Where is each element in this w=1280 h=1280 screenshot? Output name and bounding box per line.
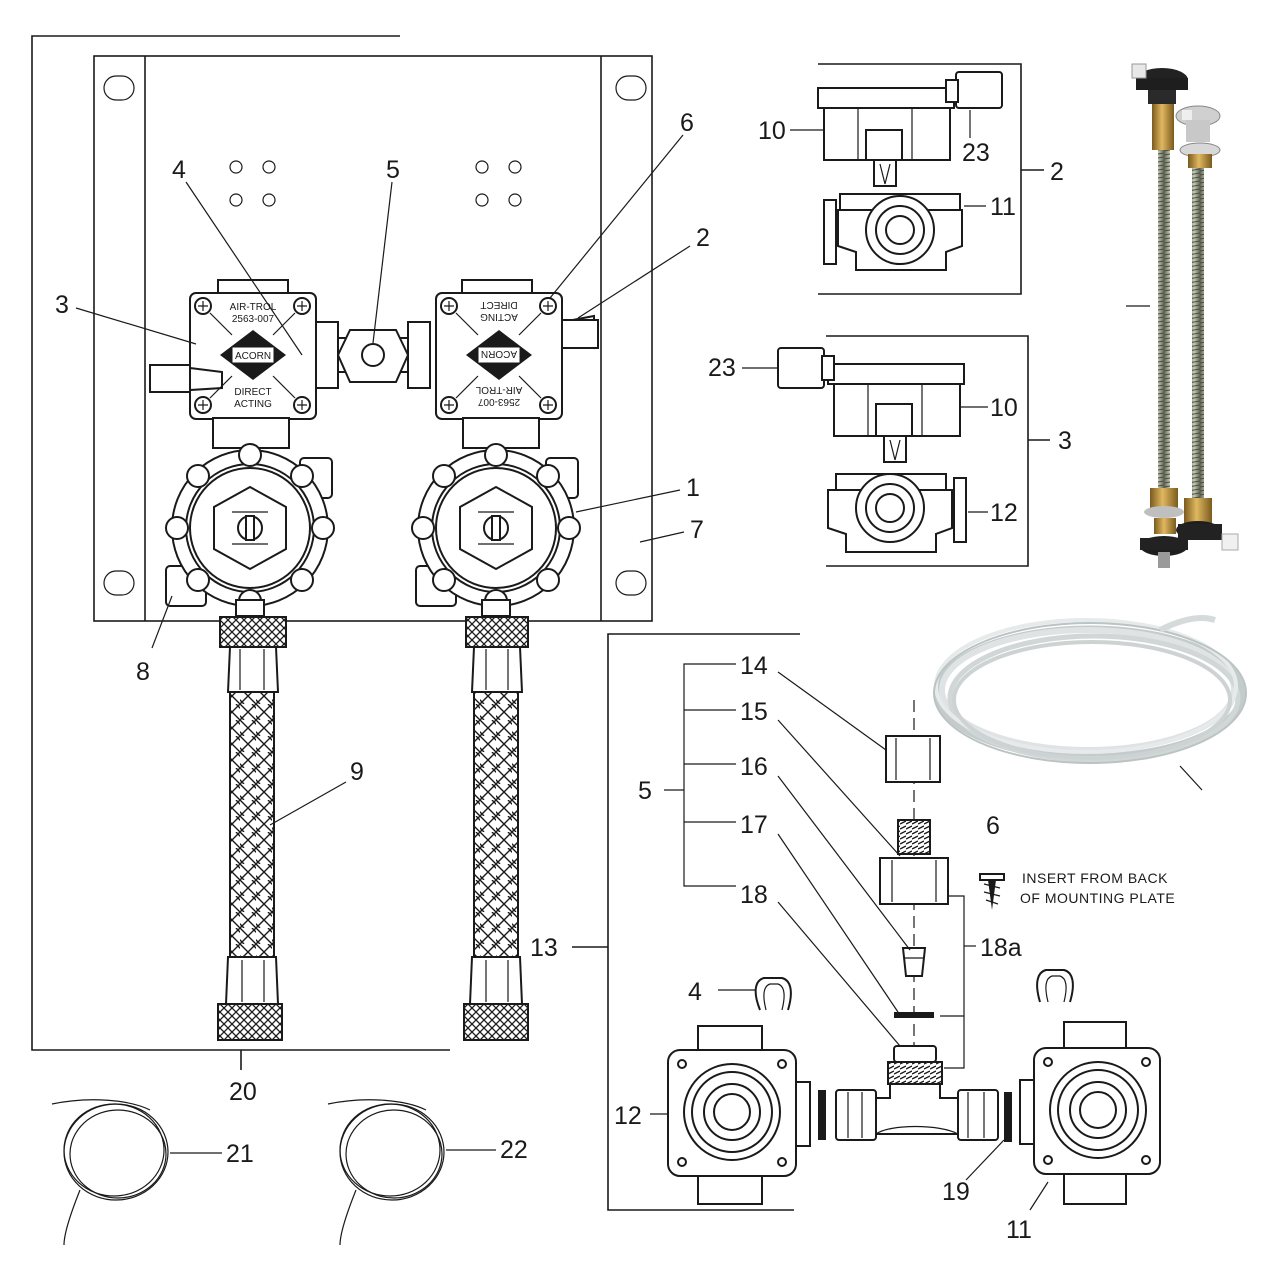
- valve-body-left: [650, 1025, 811, 1205]
- callout-10-mid: 10: [990, 394, 1018, 422]
- cable-coil-21: [51, 1099, 222, 1246]
- valve-logo-left: ACORN: [235, 351, 271, 362]
- valve-left-text-4: ACTING: [234, 399, 272, 410]
- callout-7: 7: [690, 516, 704, 544]
- callout-8: 8: [136, 658, 150, 686]
- tubing-coil-photo: [933, 615, 1247, 791]
- tee-parts-leaders: [777, 671, 911, 1047]
- callout-16: 16: [740, 753, 768, 781]
- tee-body: [818, 1083, 1012, 1181]
- callout-5-main: 5: [386, 156, 400, 184]
- main-assembly-leaders: [75, 134, 691, 826]
- callout-14: 14: [740, 652, 768, 680]
- tee-parts-stack: [879, 735, 949, 1085]
- mounting-plate: [93, 55, 653, 622]
- callout-9: 9: [350, 758, 364, 786]
- callout-3-detail: 3: [1058, 427, 1072, 455]
- note-line-2: OF MOUNTING PLATE: [1020, 890, 1175, 906]
- clip-left-icon: [718, 977, 792, 1011]
- callout-1: 1: [686, 474, 700, 502]
- callout-4-main: 4: [172, 156, 186, 184]
- callout-15: 15: [740, 698, 768, 726]
- callout-10-top: 10: [758, 117, 786, 145]
- braided-hose-right: [463, 616, 529, 1041]
- assembly-bracket: [31, 35, 450, 1070]
- callout-17: 17: [740, 811, 768, 839]
- valve-left-text-2: 2563-007: [232, 314, 275, 325]
- stop-valve-left: [165, 443, 335, 617]
- callout-18: 18: [740, 881, 768, 909]
- tee-parts-list-bracket: [664, 663, 736, 887]
- valve-right-text-3: DIRECT: [480, 299, 517, 310]
- valve-3-detail: [742, 335, 1050, 567]
- valve-logo-right: ACORN: [481, 348, 517, 359]
- valve-body-right: [1019, 1021, 1161, 1211]
- callout-20: 20: [229, 1078, 257, 1106]
- braided-hose-left: [217, 616, 287, 1041]
- valve-left-text-1: AIR-TROL: [230, 302, 277, 313]
- valve-left-text-3: DIRECT: [234, 387, 271, 398]
- callout-3-main: 3: [55, 291, 69, 319]
- callout-13: 13: [530, 934, 558, 962]
- threaded-rods-photo: [1126, 63, 1239, 568]
- air-valve-right: ACORN DIRECT ACTING AIR-TROL 2563-007: [435, 279, 599, 449]
- valve-right-text-1: AIR-TROL: [475, 384, 522, 395]
- callout-23-top: 23: [962, 139, 990, 167]
- callout-12-mid: 12: [990, 499, 1018, 527]
- callout-2-main: 2: [696, 224, 710, 252]
- valve-2-detail: [790, 63, 1044, 295]
- callout-12-detail: 12: [614, 1102, 642, 1130]
- callout-11-detail: 11: [1006, 1216, 1032, 1244]
- callout-21: 21: [226, 1140, 254, 1168]
- callout-6-detail: 6: [986, 812, 1000, 840]
- callout-5-detail: 5: [638, 777, 652, 805]
- air-valve-left: ACORN AIR-TROL 2563-007 DIRECT ACTING: [149, 279, 317, 449]
- callout-6-main: 6: [680, 109, 694, 137]
- center-tee: [315, 321, 431, 389]
- note-line-1: INSERT FROM BACK: [1022, 870, 1168, 886]
- callout-23-mid: 23: [708, 354, 736, 382]
- valve-right-text-4: ACTING: [480, 311, 518, 322]
- callout-19: 19: [942, 1178, 970, 1206]
- callout-4-detail: 4: [688, 978, 702, 1006]
- cable-coil-22: [327, 1099, 496, 1246]
- clip-right-icon: [1036, 969, 1074, 1003]
- mounting-screw-icon: [979, 873, 1005, 910]
- seal-bracket: [940, 895, 976, 1069]
- callout-18a: 18a: [980, 934, 1022, 962]
- valve-right-text-2: 2563-007: [477, 396, 520, 407]
- callout-22: 22: [500, 1136, 528, 1164]
- callout-2-detail: 2: [1050, 158, 1064, 186]
- tee-assembly-bracket: [572, 633, 800, 1211]
- callout-11-top: 11: [990, 193, 1016, 221]
- stop-valve-right: [411, 443, 581, 617]
